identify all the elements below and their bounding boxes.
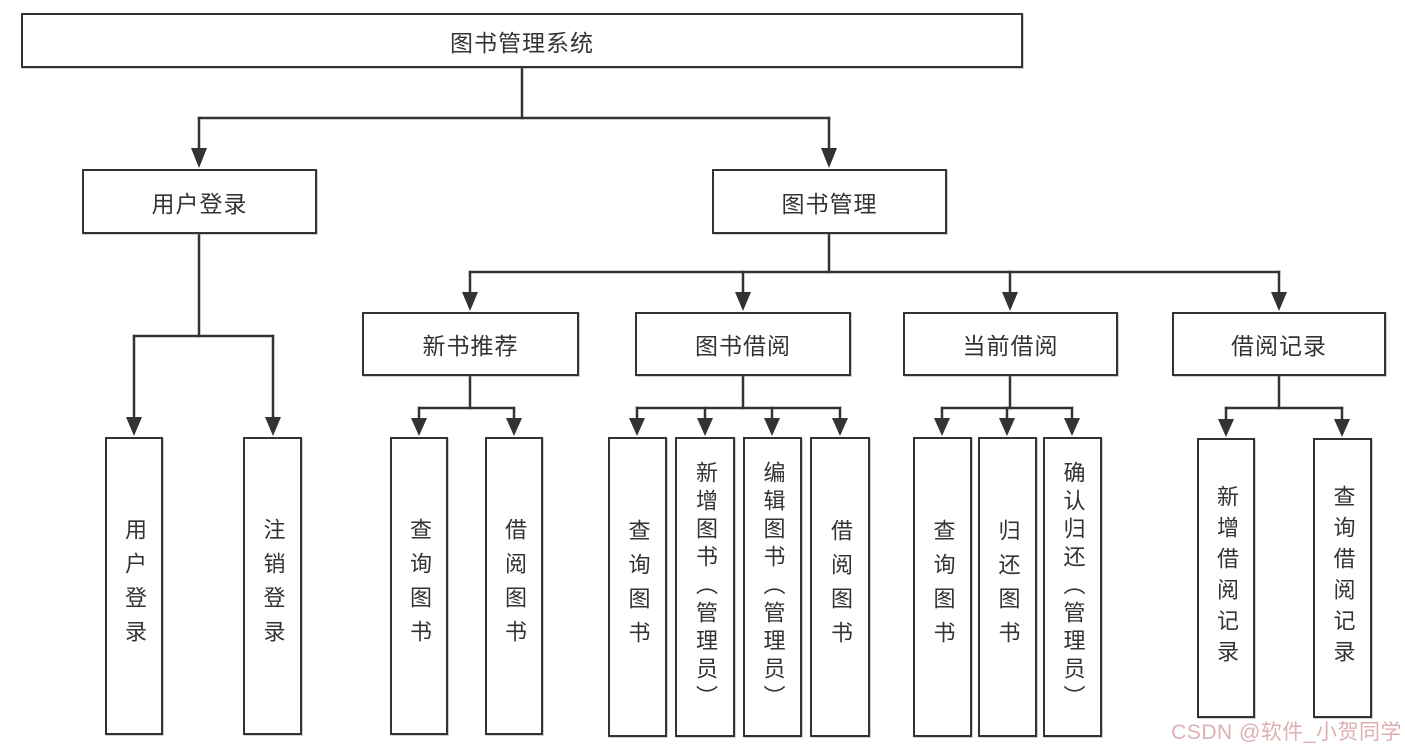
- leaf-borrow-books-recommend: 借阅图书: [485, 437, 543, 735]
- node-library-management-system: 图书管理系统: [21, 13, 1023, 68]
- leaf-borrow-books-borrowing: 借阅图书: [810, 437, 870, 737]
- node-book-management: 图书管理: [712, 169, 947, 234]
- leaf-add-book-admin: 新增图书（管理员）: [675, 437, 735, 737]
- leaf-logout-login: 注销登录: [243, 437, 302, 735]
- leaf-add-borrow-record: 新增借阅记录: [1197, 438, 1255, 718]
- node-borrowing-records: 借阅记录: [1172, 312, 1386, 376]
- leaf-edit-book-admin: 编辑图书（管理员）: [743, 437, 802, 737]
- node-book-borrowing: 图书借阅: [635, 312, 851, 376]
- node-new-book-recommendation: 新书推荐: [362, 312, 579, 376]
- leaf-query-books-recommend: 查询图书: [390, 437, 448, 735]
- node-user-login: 用户登录: [82, 169, 317, 234]
- leaf-query-books-borrowing: 查询图书: [608, 437, 667, 737]
- node-current-borrowing: 当前借阅: [903, 312, 1118, 376]
- leaf-return-books: 归还图书: [978, 437, 1037, 737]
- leaf-query-books-current: 查询图书: [913, 437, 972, 737]
- leaf-confirm-return-admin: 确认归还（管理员）: [1043, 437, 1102, 737]
- leaf-query-borrow-record: 查询借阅记录: [1313, 438, 1372, 718]
- csdn-watermark: CSDN @软件_小贺同学: [1171, 721, 1402, 744]
- leaf-user-login: 用户登录: [105, 437, 163, 735]
